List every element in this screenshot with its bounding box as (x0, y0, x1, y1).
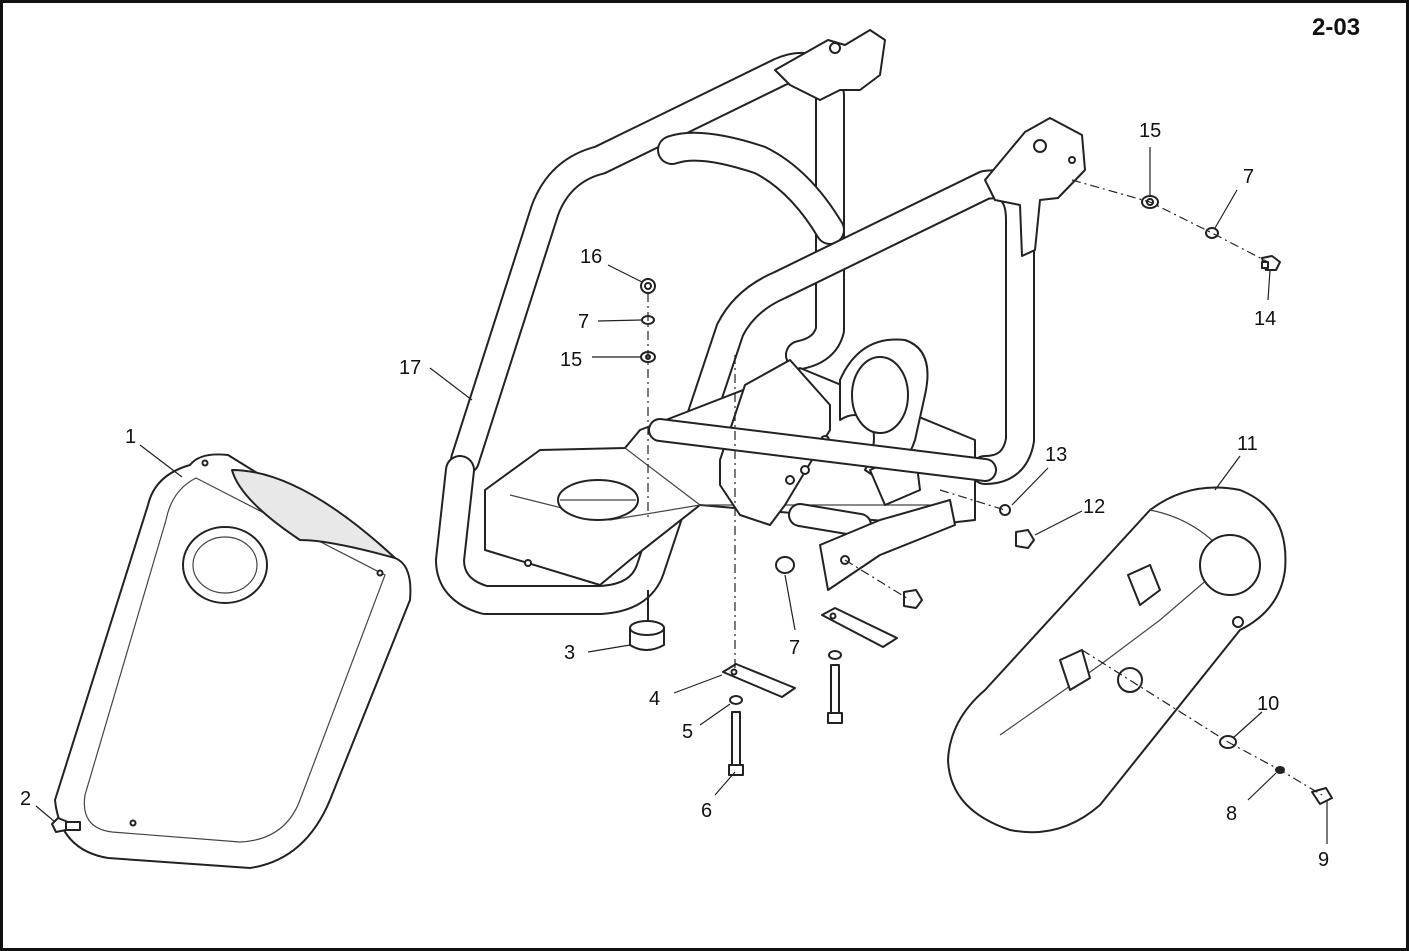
callout-2: 2 (20, 788, 31, 810)
part-7-washer-right (1205, 227, 1219, 239)
callout-10: 10 (1257, 693, 1279, 715)
assembly-lines (647, 179, 1323, 796)
frame-front-bracket (984, 117, 1086, 257)
callout-15-right: 15 (1139, 120, 1161, 142)
part-12-nut (1015, 529, 1035, 549)
callout-14: 14 (1254, 308, 1276, 330)
callout-7-right: 7 (1243, 166, 1254, 188)
bracket-nut (903, 589, 923, 609)
callout-7-center: 7 (789, 637, 800, 659)
part-6-bolt (728, 711, 744, 776)
frame-front-loop (435, 169, 1035, 615)
part-3-rubber-mount (629, 590, 665, 651)
callout-13: 13 (1045, 444, 1067, 466)
callout-12: 12 (1083, 496, 1105, 518)
callout-3: 3 (564, 642, 575, 664)
part-7-cap (775, 556, 795, 574)
second-mount-bracket (821, 607, 898, 724)
part-13-bolt (999, 504, 1011, 516)
leader-lines (35, 147, 1328, 844)
part-11-belt-guard (947, 486, 1287, 834)
callout-15-left: 15 (560, 349, 582, 371)
part-14-bolt (1261, 255, 1281, 271)
callout-9: 9 (1318, 849, 1329, 871)
page-code: 2-03 (1312, 14, 1361, 41)
callout-1: 1 (125, 426, 136, 448)
callout-17: 17 (399, 357, 421, 379)
callout-16: 16 (580, 246, 602, 268)
part-16-nut (640, 278, 656, 294)
part-5-washer (729, 695, 743, 705)
part-1-front-shroud (54, 453, 412, 869)
callout-7-upper: 7 (578, 311, 589, 333)
callout-4: 4 (649, 688, 660, 710)
callout-5: 5 (682, 721, 693, 743)
callout-8: 8 (1226, 803, 1237, 825)
callout-6: 6 (701, 800, 712, 822)
part-4-bracket (722, 663, 796, 698)
callout-11: 11 (1237, 433, 1258, 455)
callouts: 1 2 3 4 5 6 7 7 7 8 9 10 11 12 13 14 15 … (20, 120, 1329, 871)
frame-rear-bracket (774, 29, 886, 101)
frame-cross-tube (648, 418, 997, 537)
part-17-frame (435, 29, 1086, 615)
part-2-screw (51, 817, 81, 833)
